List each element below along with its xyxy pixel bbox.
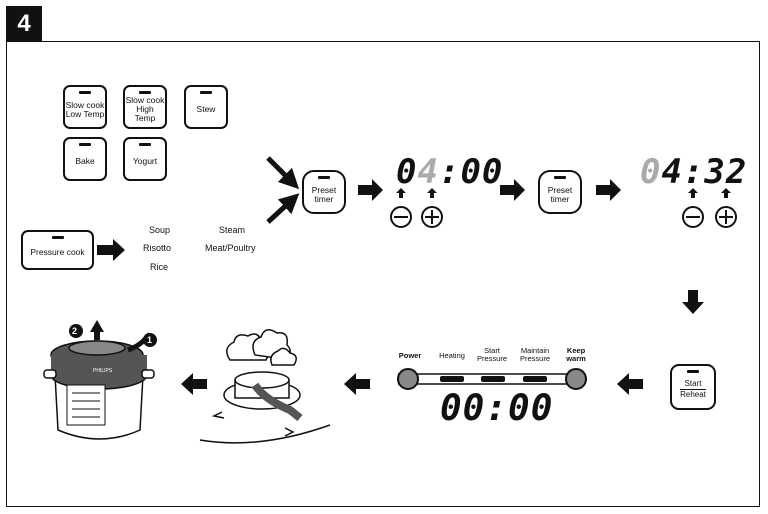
lid-step-1: 1 (147, 335, 153, 345)
indicator-bar (397, 368, 587, 390)
plus-icon[interactable] (421, 206, 443, 228)
stew-button[interactable]: Stew (184, 85, 228, 129)
timer-display-2: 04:32 (640, 152, 748, 192)
arrow-left-2 (344, 373, 370, 395)
label-power: Power (398, 351, 422, 360)
minus-icon[interactable] (390, 206, 412, 228)
timer-display-1: 04:00 (396, 152, 504, 192)
pressure-cook-button[interactable]: Pressure cook (21, 230, 94, 270)
up-arrow-small (688, 188, 698, 198)
arrow-left-1 (617, 373, 643, 395)
arrow-right-4 (596, 179, 621, 201)
diagram-frame (6, 41, 760, 507)
pressure-cooker-illustration (43, 320, 157, 440)
yogurt-button[interactable]: Yogurt (123, 137, 167, 181)
bake-button[interactable]: Bake (63, 137, 107, 181)
arrow-diagonal-down (266, 156, 300, 190)
arrow-left-3 (181, 373, 207, 395)
menu-risotto: Risotto (143, 243, 172, 253)
up-arrow-small (721, 188, 731, 198)
timer-display-3: 00:00 (440, 388, 554, 429)
up-arrow-small (396, 188, 406, 198)
menu-steam: Steam (219, 225, 246, 235)
brand-label: PHILIPS (93, 368, 113, 374)
up-arrow-small (427, 188, 437, 198)
menu-rice: Rice (150, 262, 169, 272)
minus-icon[interactable] (682, 206, 704, 228)
arrow-diagonal-up (266, 193, 300, 224)
lid-step-2: 2 (72, 326, 78, 336)
arrow-down (682, 290, 704, 314)
menu-meat-poultry: Meat/Poultry (205, 243, 256, 253)
label-heating: Heating (439, 351, 465, 360)
arrow-right-2 (358, 179, 383, 201)
arrow-right-3 (500, 179, 525, 201)
step-number-badge: 4 (6, 6, 42, 42)
steam-valve-illustration (199, 329, 331, 444)
plus-icon[interactable] (715, 206, 737, 228)
arrow-right-1 (97, 239, 125, 261)
menu-soup: Soup (149, 225, 171, 235)
